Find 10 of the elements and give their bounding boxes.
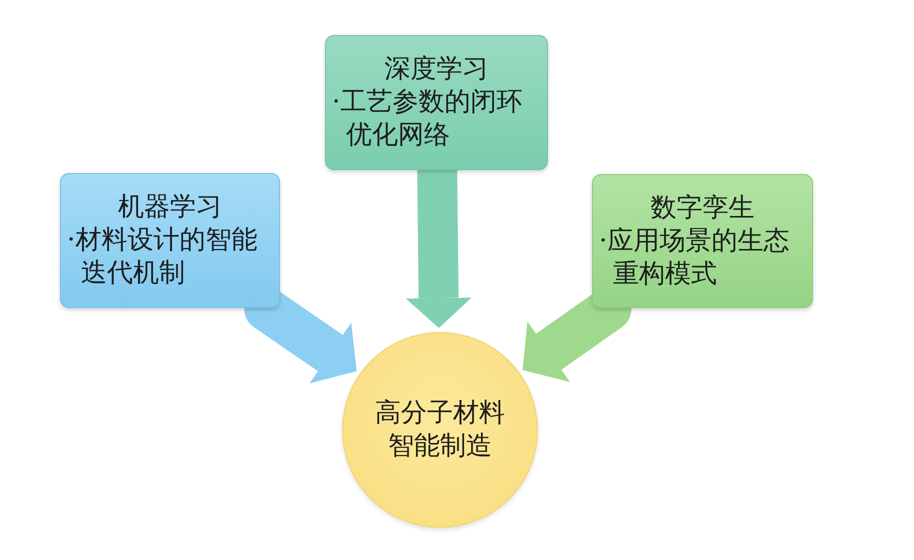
box-heading: 深度学习	[384, 53, 490, 86]
box-heading: 数字孪生	[650, 192, 756, 225]
bullet-text: ·材料设计的智能迭代机制	[67, 224, 258, 290]
box-heading: 机器学习	[117, 191, 223, 224]
concept-box	[592, 174, 813, 308]
circle-label: 高分子材料智能制造	[374, 397, 506, 463]
bullet-text: ·工艺参数的闭环优化网络	[332, 86, 524, 152]
concept-box	[325, 35, 548, 170]
concept-box	[60, 173, 280, 308]
bullet-text: ·应用场景的生态重构模式	[599, 225, 790, 291]
